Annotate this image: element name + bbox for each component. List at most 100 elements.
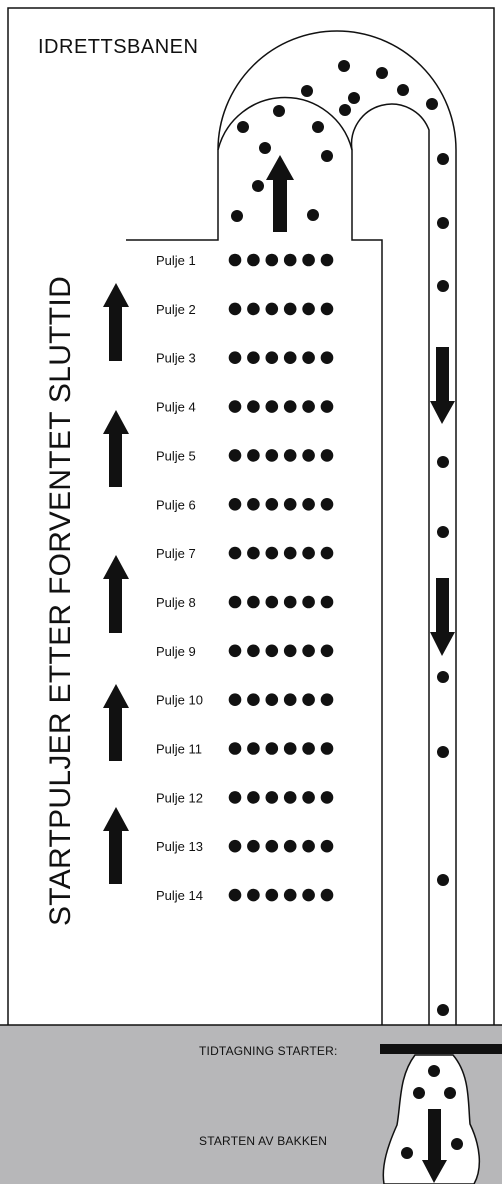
- runner-dot: [283, 791, 297, 804]
- down-arrow-icon: [430, 578, 455, 656]
- runner-dot: [265, 351, 279, 365]
- up-arrow-icon: [103, 555, 129, 633]
- start-down-arrow-icon: [422, 1109, 447, 1183]
- pool-label: Pulje 1: [156, 253, 196, 268]
- runner-dot: [302, 693, 315, 706]
- runner-dot: [247, 839, 260, 853]
- up-arrow-icon: [103, 410, 129, 487]
- runner-dot: [302, 644, 315, 658]
- runner-dots-start: [401, 1065, 463, 1159]
- start-of-hill-label: STARTEN AV BAKKEN: [199, 1134, 327, 1148]
- runner-dot: [247, 546, 260, 560]
- runner-dot: [247, 302, 260, 316]
- runner-dot: [283, 400, 297, 413]
- up-arrow-icon: [103, 283, 129, 361]
- pool-row: Pulje 12: [156, 790, 334, 805]
- runner-dot: [302, 791, 315, 804]
- runner-dot: [283, 693, 297, 706]
- runner-dot: [228, 253, 242, 267]
- pool-label: Pulje 9: [156, 644, 196, 659]
- runner-dot: [228, 742, 242, 755]
- timing-start-label: TIDTAGNING STARTER:: [199, 1044, 337, 1058]
- runner-dot: [228, 351, 242, 365]
- exit-up-arrow-icon: [266, 155, 294, 232]
- runner-dot: [320, 449, 334, 462]
- runner-dot: [302, 351, 315, 365]
- runner-dot: [265, 595, 279, 609]
- timing-start-line: [380, 1044, 502, 1054]
- runner-dot: [247, 351, 260, 365]
- runner-dot: [320, 644, 334, 658]
- start-pen-outline: [126, 96, 383, 1025]
- loop-outer: [217, 30, 457, 1025]
- down-arrow-icon: [430, 347, 455, 424]
- runner-dot: [247, 400, 260, 413]
- runner-dot: [247, 888, 260, 902]
- runner-dot: [320, 742, 334, 755]
- runner-dot: [247, 644, 260, 658]
- pool-label: Pulje 7: [156, 546, 196, 561]
- runner-dot: [228, 498, 242, 511]
- runner-dot: [228, 888, 242, 902]
- runner-dot: [247, 449, 260, 462]
- pool-row: Pulje 2: [156, 302, 334, 317]
- runner-dot: [320, 546, 334, 560]
- runner-dot: [247, 498, 260, 511]
- runner-dots-corridor: [437, 153, 449, 1016]
- runner-dot: [265, 449, 279, 462]
- title-label: IDRETTSBANEN: [38, 36, 198, 58]
- runner-dot: [283, 253, 297, 267]
- runner-dot: [228, 595, 242, 609]
- pool-row: Pulje 5: [156, 448, 334, 463]
- runner-dot: [283, 351, 297, 365]
- pool-label: Pulje 2: [156, 302, 196, 317]
- runner-dot: [302, 449, 315, 462]
- pool-row: Pulje 7: [156, 546, 334, 561]
- runner-dot: [320, 351, 334, 365]
- runner-dot: [283, 839, 297, 853]
- runner-dot: [247, 693, 260, 706]
- pool-label: Pulje 3: [156, 351, 196, 366]
- runner-dot: [320, 498, 334, 511]
- pool-label: Pulje 8: [156, 595, 196, 610]
- runner-dot: [302, 595, 315, 609]
- pool-row: Pulje 13: [156, 839, 334, 854]
- runner-dot: [265, 400, 279, 413]
- pool-row: Pulje 3: [156, 351, 334, 366]
- up-arrow-icon: [103, 684, 129, 761]
- runner-dot: [228, 791, 242, 804]
- pool-row: Pulje 11: [156, 742, 334, 757]
- runner-dot: [283, 546, 297, 560]
- runner-dot: [283, 742, 297, 755]
- runner-dot: [283, 302, 297, 316]
- runner-dot: [302, 742, 315, 755]
- pool-label: Pulje 11: [156, 742, 202, 757]
- runner-dot: [265, 546, 279, 560]
- runner-dot: [265, 839, 279, 853]
- runner-dot: [228, 839, 242, 853]
- runner-dot: [228, 302, 242, 316]
- pool-label: Pulje 12: [156, 790, 203, 805]
- runner-dot: [247, 595, 260, 609]
- loop-inner: [350, 103, 430, 1025]
- runner-dot: [228, 546, 242, 560]
- runner-dot: [302, 546, 315, 560]
- pool-label: Pulje 14: [156, 888, 203, 903]
- runner-dot: [320, 693, 334, 706]
- runner-dot: [302, 888, 315, 902]
- runner-dot: [320, 839, 334, 853]
- pool-label: Pulje 5: [156, 448, 196, 463]
- runner-dot: [302, 400, 315, 413]
- runner-dot: [320, 302, 334, 316]
- runner-dot: [302, 498, 315, 511]
- runner-dot: [320, 253, 334, 267]
- pool-row: Pulje 9: [156, 644, 334, 659]
- runner-dot: [265, 742, 279, 755]
- runner-dot: [265, 498, 279, 511]
- pool-label: Pulje 6: [156, 497, 196, 512]
- pool-row: Pulje 10: [156, 693, 334, 708]
- runner-dots-loop: [231, 60, 438, 222]
- runner-dot: [265, 253, 279, 267]
